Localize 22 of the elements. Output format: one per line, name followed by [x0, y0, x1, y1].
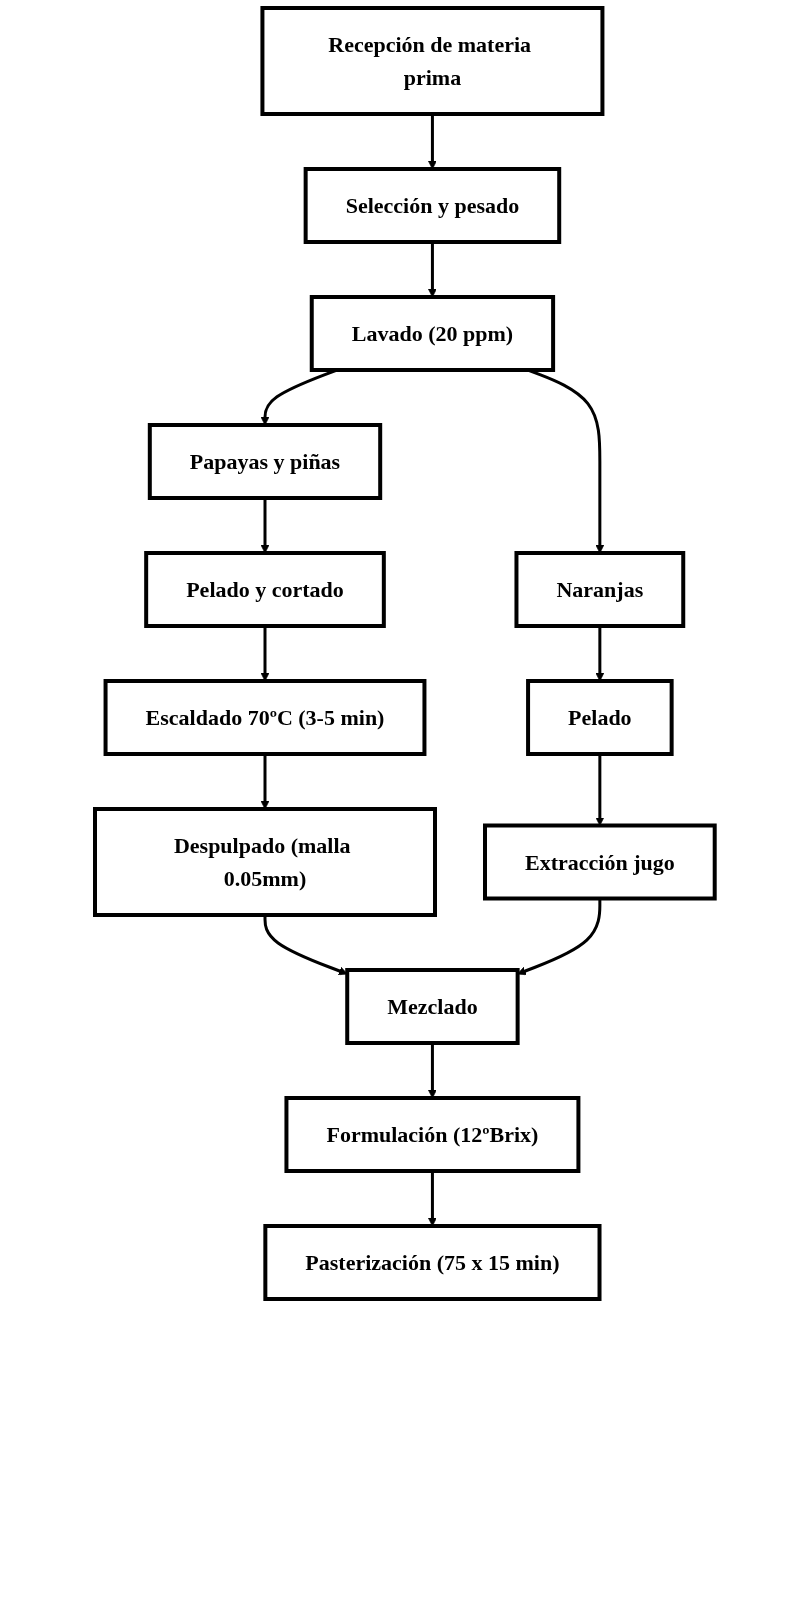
node-box: Pelado y cortado [143, 551, 386, 628]
node-box: Naranjas [514, 551, 685, 628]
arrow [427, 114, 437, 170]
arrow [260, 626, 270, 682]
node-box: Recepción de materia prima [260, 6, 605, 116]
node-box: Formulación (12ºBrix) [284, 1096, 581, 1173]
arrow [260, 498, 270, 554]
node-box: Pasterización (75 x 15 min) [263, 1224, 602, 1301]
node-box: Papayas y piñas [147, 423, 382, 500]
node-box: Selección y pesado [303, 167, 561, 244]
arrow [260, 754, 270, 810]
arrow [595, 754, 604, 826]
node-box: Pelado [525, 679, 674, 756]
node-box: Escaldado 70ºC (3-5 min) [103, 679, 427, 756]
node-box: Lavado (20 ppm) [309, 295, 555, 372]
node-box: Mezclado [344, 968, 520, 1045]
arrow [595, 626, 604, 682]
arrow [427, 242, 437, 298]
node-box: Despulpado (malla 0.05mm) [92, 807, 437, 917]
node-box: Extracción jugo [482, 823, 717, 901]
arrow [427, 1171, 437, 1227]
arrow [427, 1043, 437, 1099]
